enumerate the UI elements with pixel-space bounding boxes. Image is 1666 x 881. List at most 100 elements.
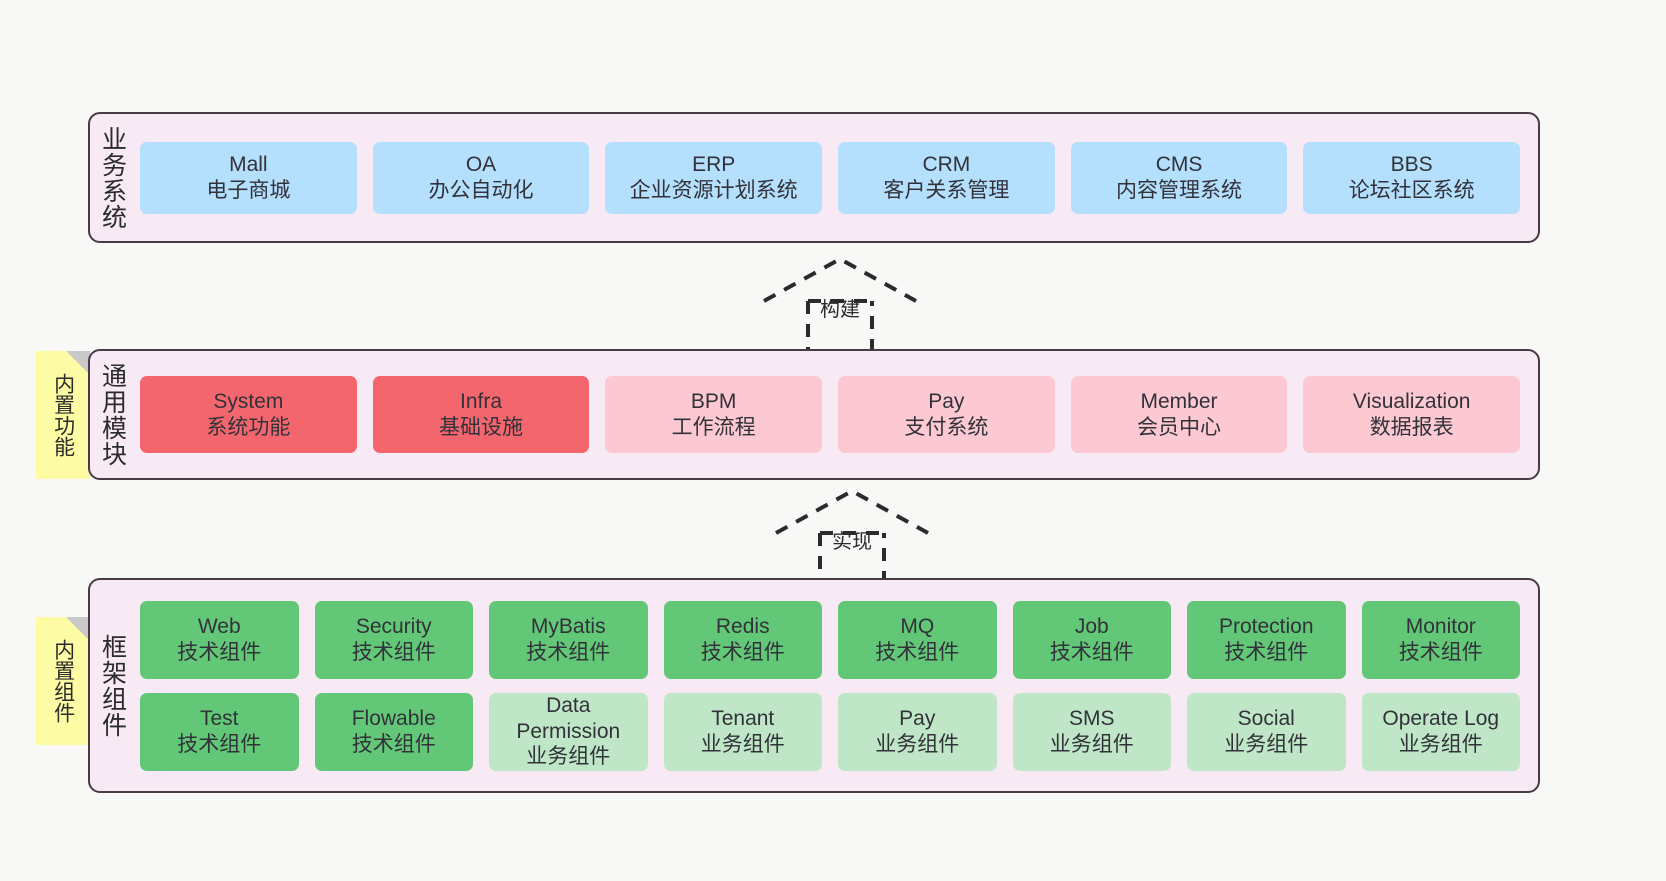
card-title: Job: [1074, 614, 1109, 638]
card-subtitle: 技术组件: [177, 640, 262, 664]
card-bbs[interactable]: BBS 论坛社区系统: [1303, 141, 1521, 214]
card-title: Mall: [229, 152, 268, 176]
connector-implement: 实现: [772, 487, 932, 587]
card-mybatis[interactable]: MyBatis 技术组件: [489, 600, 648, 679]
card-erp[interactable]: ERP 企业资源计划系统: [605, 141, 823, 214]
card-job[interactable]: Job 技术组件: [1012, 600, 1171, 679]
card-row: Test 技术组件 Flowable 技术组件 Data Permission …: [140, 692, 1520, 771]
card-subtitle: 业务组件: [875, 732, 960, 756]
layer-framework-component[interactable]: 框架组件 Web 技术组件 Security 技术组件 MyBatis 技术组件…: [88, 578, 1540, 793]
card-title: SMS: [1068, 706, 1115, 730]
card-subtitle: 技术组件: [177, 732, 262, 756]
card-title: BPM: [690, 389, 737, 413]
card-subtitle: 电子商城: [206, 178, 291, 202]
card-subtitle: 业务组件: [1398, 732, 1483, 756]
card-mall[interactable]: Mall 电子商城: [140, 141, 357, 214]
card-title: MQ: [900, 614, 935, 638]
card-title: Social: [1237, 706, 1295, 730]
card-title: Visualization: [1352, 389, 1471, 413]
arrow-head-outline: [775, 488, 929, 535]
card-title: Member: [1140, 389, 1218, 413]
card-row: Web 技术组件 Security 技术组件 MyBatis 技术组件 Redi…: [140, 600, 1520, 679]
card-subtitle: 技术组件: [1398, 640, 1483, 664]
layer-business-system[interactable]: 业务系统 Mall 电子商城 OA 办公自动化 ERP 企业资源计划系统 CRM…: [88, 112, 1540, 243]
card-flowable[interactable]: Flowable 技术组件: [314, 692, 473, 771]
note-label: 内置功能: [51, 373, 75, 457]
card-row: System 系统功能 Infra 基础设施 BPM 工作流程 Pay 支付系统…: [140, 376, 1521, 453]
card-visualization[interactable]: Visualization 数据报表: [1303, 376, 1521, 453]
card-subtitle: 会员中心: [1137, 415, 1222, 439]
card-title: OA: [465, 152, 497, 176]
layer-common-module[interactable]: 通用模块 System 系统功能 Infra 基础设施 BPM 工作流程 Pay…: [88, 349, 1540, 480]
card-title: Infra: [459, 389, 503, 413]
layer-label-common-module: 通用模块: [98, 362, 127, 467]
card-redis[interactable]: Redis 技术组件: [663, 600, 822, 679]
card-mq[interactable]: MQ 技术组件: [838, 600, 997, 679]
card-tenant[interactable]: Tenant 业务组件: [663, 692, 822, 771]
card-title: Flowable: [351, 706, 436, 730]
card-title: Redis: [715, 614, 770, 638]
card-subtitle: 业务组件: [1224, 732, 1309, 756]
card-pay-business[interactable]: Pay 业务组件: [838, 692, 997, 771]
card-protection[interactable]: Protection 技术组件: [1187, 600, 1346, 679]
card-title: CRM: [922, 152, 971, 176]
card-subtitle: 技术组件: [700, 640, 785, 664]
card-title: MyBatis: [530, 614, 606, 638]
connector-build-label: 构建: [820, 299, 860, 321]
connector-implement-label: 实现: [832, 531, 872, 553]
card-subtitle: 支付系统: [904, 415, 989, 439]
card-subtitle: 系统功能: [206, 415, 291, 439]
card-subtitle: 技术组件: [526, 640, 611, 664]
card-title: System: [213, 389, 284, 413]
card-subtitle: 业务组件: [1049, 732, 1134, 756]
card-title: Tenant: [711, 706, 775, 730]
card-title: Monitor: [1405, 614, 1476, 638]
layer-body-business-system: Mall 电子商城 OA 办公自动化 ERP 企业资源计划系统 CRM 客户关系…: [134, 114, 1538, 241]
card-test[interactable]: Test 技术组件: [140, 692, 299, 771]
card-title: Protection: [1218, 614, 1314, 638]
card-subtitle: 业务组件: [526, 745, 611, 769]
card-infra[interactable]: Infra 基础设施: [372, 376, 590, 453]
card-pay[interactable]: Pay 支付系统: [838, 376, 1055, 453]
card-row: Mall 电子商城 OA 办公自动化 ERP 企业资源计划系统 CRM 客户关系…: [140, 141, 1521, 214]
card-subtitle: 办公自动化: [428, 178, 534, 202]
card-title: Operate Log: [1382, 706, 1500, 730]
note-builtin-component: 内置组件: [36, 617, 90, 745]
card-title: Test: [199, 706, 239, 730]
card-social[interactable]: Social 业务组件: [1187, 692, 1346, 771]
card-system[interactable]: System 系统功能: [140, 376, 357, 453]
arrow-head-outline: [763, 256, 917, 303]
card-operate-log[interactable]: Operate Log 业务组件: [1361, 692, 1520, 771]
card-subtitle: 客户关系管理: [883, 178, 1010, 202]
card-subtitle: 基础设施: [439, 415, 523, 439]
card-title: BBS: [1390, 152, 1433, 176]
note-builtin-function: 内置功能: [36, 351, 90, 479]
card-data-permission[interactable]: Data Permission 业务组件: [489, 692, 648, 771]
layer-label-business-system: 业务系统: [98, 125, 127, 230]
card-web[interactable]: Web 技术组件: [140, 600, 299, 679]
card-title: Web: [197, 614, 241, 638]
layer-body-common-module: System 系统功能 Infra 基础设施 BPM 工作流程 Pay 支付系统…: [134, 351, 1538, 478]
card-subtitle: 技术组件: [875, 640, 960, 664]
card-subtitle: 技术组件: [1049, 640, 1134, 664]
card-monitor[interactable]: Monitor 技术组件: [1361, 600, 1520, 679]
card-bpm[interactable]: BPM 工作流程: [605, 376, 823, 453]
card-sms[interactable]: SMS 业务组件: [1012, 692, 1171, 771]
card-oa[interactable]: OA 办公自动化: [372, 141, 590, 214]
card-member[interactable]: Member 会员中心: [1070, 376, 1288, 453]
note-label: 内置组件: [51, 639, 75, 723]
card-security[interactable]: Security 技术组件: [314, 600, 473, 679]
card-subtitle: 内容管理系统: [1116, 178, 1243, 202]
card-subtitle: 技术组件: [351, 732, 436, 756]
card-cms[interactable]: CMS 内容管理系统: [1070, 141, 1288, 214]
card-title: Security: [355, 614, 432, 638]
connector-build: 构建: [760, 255, 920, 355]
card-title: CMS: [1155, 152, 1203, 176]
card-subtitle: 业务组件: [700, 732, 785, 756]
card-subtitle: 工作流程: [671, 415, 756, 439]
card-subtitle: 企业资源计划系统: [629, 178, 798, 202]
card-crm[interactable]: CRM 客户关系管理: [838, 141, 1055, 214]
card-subtitle: 技术组件: [1224, 640, 1309, 664]
card-subtitle: 技术组件: [351, 640, 436, 664]
